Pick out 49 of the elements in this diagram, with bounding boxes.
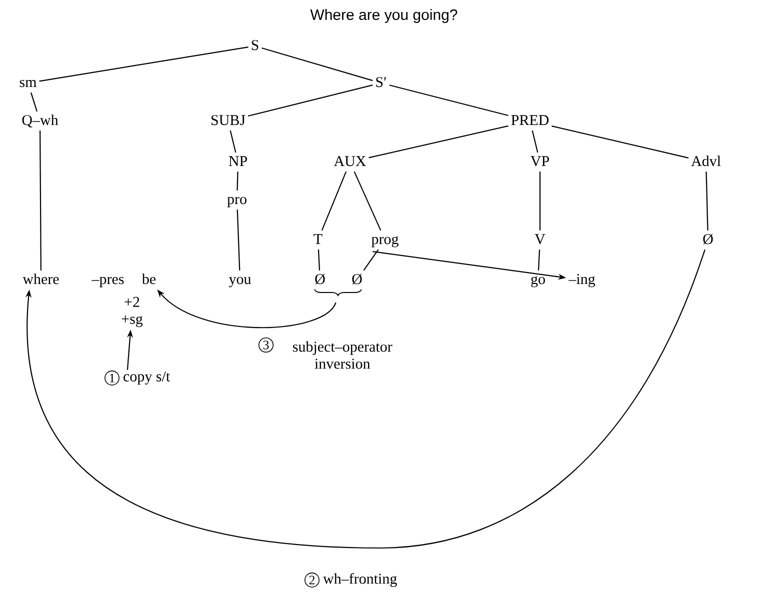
tree-line xyxy=(552,126,689,158)
tree-label: AUX xyxy=(334,156,366,166)
tree-line xyxy=(532,130,538,153)
tree-line xyxy=(354,171,382,231)
tree-label: Ø xyxy=(703,234,713,244)
tree-label: –ing xyxy=(568,274,596,288)
tree-line xyxy=(368,125,508,158)
tree-line xyxy=(39,46,248,82)
tree-line xyxy=(321,171,347,231)
tree-label: VP xyxy=(530,156,549,166)
tree-line xyxy=(236,172,238,190)
tree-label: PRED xyxy=(511,115,549,126)
tree-line xyxy=(40,130,42,270)
tree-line xyxy=(230,130,236,153)
tree-label: Ø xyxy=(315,274,325,284)
tree-label: Ø xyxy=(352,274,362,284)
tree-label: T xyxy=(314,234,322,244)
tree-line xyxy=(248,84,373,117)
tree-line xyxy=(706,172,708,230)
tree-label: prog xyxy=(372,236,398,248)
tree-label: –pres xyxy=(92,276,124,288)
tree-label: SUBJ xyxy=(212,115,246,126)
tree-label: S′ xyxy=(376,77,386,88)
curved-arrow xyxy=(25,249,706,549)
tree-line xyxy=(236,210,240,270)
tree-line xyxy=(318,250,320,270)
tree-line xyxy=(389,84,508,116)
tree-label: Q–wh xyxy=(22,114,58,128)
tree-label: where xyxy=(22,274,59,284)
tree-label: NP xyxy=(228,156,247,166)
tree-line xyxy=(262,47,373,82)
tree-line xyxy=(538,250,540,270)
tree-label: sm xyxy=(20,80,37,88)
feature-stack: +2 +sg xyxy=(122,296,143,328)
step-note: 1 copy s/t xyxy=(104,370,170,386)
tree-label: go xyxy=(531,276,545,288)
tree-label: you xyxy=(228,276,251,288)
step-note: 3 subject–operator inversion xyxy=(258,337,392,369)
tree-label: S xyxy=(252,40,258,50)
title: Where are you going? xyxy=(310,9,458,23)
tree-line xyxy=(539,172,541,230)
brace xyxy=(314,288,362,296)
tree-line xyxy=(30,92,38,112)
tree-line xyxy=(363,249,379,271)
tree-label: pro xyxy=(227,196,246,208)
step-note: 2 wh–fronting xyxy=(304,572,397,588)
tree-label: V xyxy=(534,234,546,244)
tree-label: Advl xyxy=(691,156,721,166)
tree-label: be xyxy=(142,274,156,284)
